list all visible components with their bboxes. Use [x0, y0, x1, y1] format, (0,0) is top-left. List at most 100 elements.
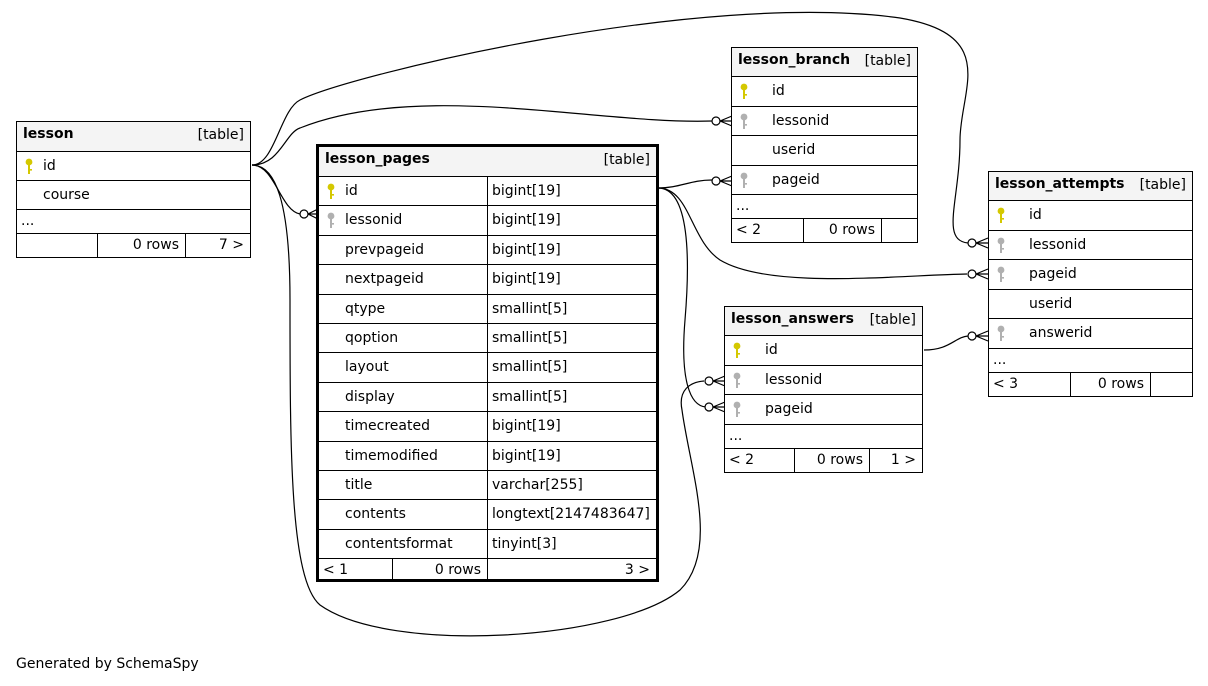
- foreign-key-icon: [740, 113, 748, 129]
- column-row[interactable]: lessonid: [732, 107, 917, 136]
- row-count: 0 rows: [803, 219, 881, 242]
- column-name: userid: [772, 142, 816, 158]
- column-name: userid: [1029, 295, 1073, 312]
- column-name: contentsformat: [345, 535, 453, 552]
- edge-lesson-pages: [251, 164, 301, 215]
- column-name: id: [765, 342, 778, 358]
- children-count[interactable]: 7 >: [185, 234, 250, 257]
- column-row[interactable]: qoption smallint[5]: [319, 324, 656, 354]
- table-name: lesson_pages: [325, 151, 430, 167]
- column-row[interactable]: id: [732, 77, 917, 107]
- column-name: pageid: [765, 401, 813, 417]
- row-count: 0 rows: [1070, 372, 1150, 396]
- edge-pages-attempts: [657, 187, 968, 280]
- children-count[interactable]: 1 >: [869, 448, 922, 472]
- parents-count[interactable]: [17, 234, 97, 257]
- edge-answers-attempts: [923, 335, 969, 351]
- column-type: smallint[5]: [487, 294, 656, 323]
- crowfoot: [719, 115, 733, 127]
- column-row[interactable]: userid: [989, 290, 1192, 319]
- children-count[interactable]: 3 >: [487, 559, 656, 583]
- column-row[interactable]: course: [17, 181, 250, 210]
- column-name: timemodified: [345, 447, 438, 464]
- children-count[interactable]: [881, 219, 917, 242]
- more-columns: ...: [989, 349, 1192, 373]
- edge-pages-answers: [657, 187, 707, 408]
- table-header: lesson_branch [table]: [732, 48, 917, 77]
- crowfoot: [975, 330, 989, 342]
- foreign-key-icon: [733, 372, 741, 388]
- column-row[interactable]: userid: [732, 136, 917, 166]
- column-row[interactable]: qtype smallint[5]: [319, 294, 656, 324]
- parents-count[interactable]: < 2: [736, 222, 762, 238]
- foreign-key-icon: [740, 172, 748, 188]
- column-name: pageid: [1029, 266, 1077, 282]
- column-row[interactable]: pageid: [989, 260, 1192, 290]
- table-header: lesson_answers [table]: [725, 307, 922, 336]
- column-name: lessonid: [345, 212, 403, 229]
- primary-key-icon: [997, 207, 1005, 223]
- crowfoot: [975, 268, 989, 280]
- crowfoot-circle: [299, 209, 309, 219]
- crowfoot-circle: [967, 269, 977, 279]
- column-type: smallint[5]: [487, 324, 656, 353]
- column-type: bigint[19]: [487, 177, 656, 206]
- column-name: id: [1029, 207, 1042, 223]
- column-row[interactable]: lessonid bigint[19]: [319, 206, 656, 236]
- column-type: bigint[19]: [487, 206, 656, 235]
- column-type: tinyint[3]: [487, 529, 656, 559]
- column-row[interactable]: id: [725, 336, 922, 366]
- table-footer: 0 rows 7 >: [17, 234, 250, 257]
- children-count[interactable]: [1150, 372, 1192, 396]
- primary-key-icon: [25, 158, 33, 174]
- table-name: lesson: [23, 126, 74, 142]
- table-name: lesson_branch: [738, 52, 851, 68]
- column-name: display: [345, 388, 395, 405]
- crowfoot-circle: [967, 331, 977, 341]
- foreign-key-icon: [327, 212, 335, 229]
- column-name: prevpageid: [345, 241, 424, 258]
- column-name: qoption: [345, 330, 399, 346]
- table-type: [table]: [603, 152, 650, 168]
- column-row[interactable]: pageid: [725, 395, 922, 425]
- column-row[interactable]: id: [17, 152, 250, 181]
- column-row[interactable]: id: [989, 201, 1192, 231]
- column-row[interactable]: answerid: [989, 319, 1192, 349]
- column-row[interactable]: pageid: [732, 166, 917, 195]
- column-row[interactable]: id bigint[19]: [319, 177, 656, 207]
- parents-count[interactable]: < 1: [323, 562, 349, 579]
- column-row[interactable]: lessonid: [725, 366, 922, 395]
- table-type: [table]: [1139, 177, 1186, 193]
- parents-count[interactable]: < 2: [729, 451, 755, 468]
- column-row[interactable]: contentsformat tinyint[3]: [319, 529, 656, 560]
- column-row[interactable]: lessonid: [989, 231, 1192, 260]
- column-name: timecreated: [345, 418, 430, 435]
- column-row[interactable]: display smallint[5]: [319, 382, 656, 413]
- column-name: pageid: [772, 171, 820, 188]
- more-columns: ...: [732, 195, 917, 219]
- row-count: 0 rows: [392, 559, 487, 583]
- column-name: id: [345, 183, 358, 199]
- crowfoot-circle: [704, 402, 714, 412]
- primary-key-icon: [733, 342, 741, 358]
- column-type: smallint[5]: [487, 382, 656, 412]
- foreign-key-icon: [733, 401, 741, 417]
- crowfoot: [712, 401, 726, 413]
- more-columns: ...: [17, 210, 250, 234]
- column-name: qtype: [345, 300, 386, 317]
- table-lesson[interactable]: lesson [table] id course ... 0 rows 7 >: [16, 121, 251, 258]
- parents-count[interactable]: < 3: [993, 375, 1019, 392]
- crowfoot-circle: [704, 376, 714, 386]
